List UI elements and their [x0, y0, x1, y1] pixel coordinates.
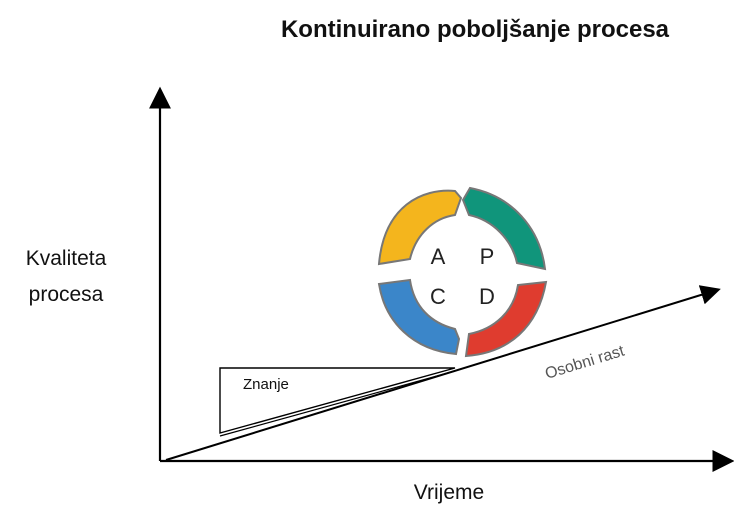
wedge-double-line [219, 370, 456, 437]
do-segment [464, 280, 548, 358]
check-segment [377, 278, 461, 356]
personal-growth-label: Osobni rast [543, 342, 627, 382]
plan-segment [461, 186, 547, 271]
knowledge-wedge [219, 367, 456, 434]
act-segment [377, 189, 463, 266]
pdca-cycle: A P C D [377, 186, 548, 358]
diagram-title: Kontinuirano poboljšanje procesa [281, 16, 670, 43]
cycle-letter-a: A [431, 244, 446, 269]
cycle-letter-p: P [480, 244, 495, 269]
cycle-letter-d: D [479, 284, 495, 309]
knowledge-label: Znanje [243, 376, 289, 393]
y-axis-label-line1: Kvaliteta [26, 247, 107, 270]
x-axis-label: Vrijeme [414, 481, 484, 504]
y-axis-label-line2: procesa [29, 283, 104, 306]
cycle-letter-c: C [430, 284, 446, 309]
